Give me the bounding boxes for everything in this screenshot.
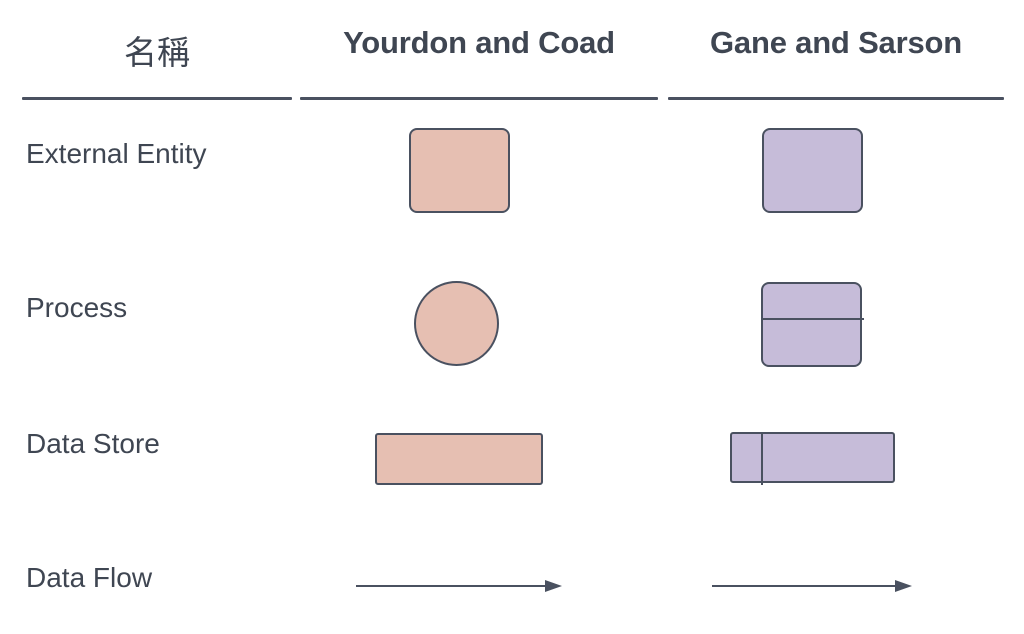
column-header-name: 名稱 (124, 33, 190, 72)
header-rule-name-column (22, 97, 292, 100)
table-row-data-flow: Data Flow (0, 562, 1024, 607)
shape-data-flow-yourdon (356, 572, 562, 600)
column-header-gane-and-sarson: Gane and Sarson (710, 25, 962, 60)
row-label-external-entity: External Entity (26, 138, 207, 169)
shape-process-yourdon (414, 281, 499, 366)
data-store-gane-divider (761, 434, 763, 485)
arrow-icon (356, 580, 562, 592)
table-row-process: Process (0, 281, 1024, 366)
shape-external-entity-yourdon (409, 128, 510, 213)
shape-external-entity-gane (762, 128, 863, 213)
column-header-yourdon-and-coad: Yourdon and Coad (343, 25, 615, 60)
row-label-process: Process (26, 292, 128, 323)
process-gane-divider (763, 318, 864, 320)
table-row-data-store: Data Store (0, 428, 1024, 485)
header-rule-gane-column (668, 97, 1004, 100)
arrow-icon (712, 580, 912, 592)
shape-data-flow-gane (712, 572, 912, 600)
row-label-data-store: Data Store (26, 428, 160, 459)
shape-data-store-yourdon (375, 433, 543, 485)
table-row-external-entity: External Entity (0, 128, 1024, 213)
row-label-data-flow: Data Flow (26, 562, 153, 593)
table-header-row: 名稱 Yourdon and Coad Gane and Sarson (0, 0, 1024, 100)
shape-data-store-gane (730, 432, 895, 485)
header-rule-yourdon-column (300, 97, 658, 100)
shape-process-gane (761, 282, 864, 367)
